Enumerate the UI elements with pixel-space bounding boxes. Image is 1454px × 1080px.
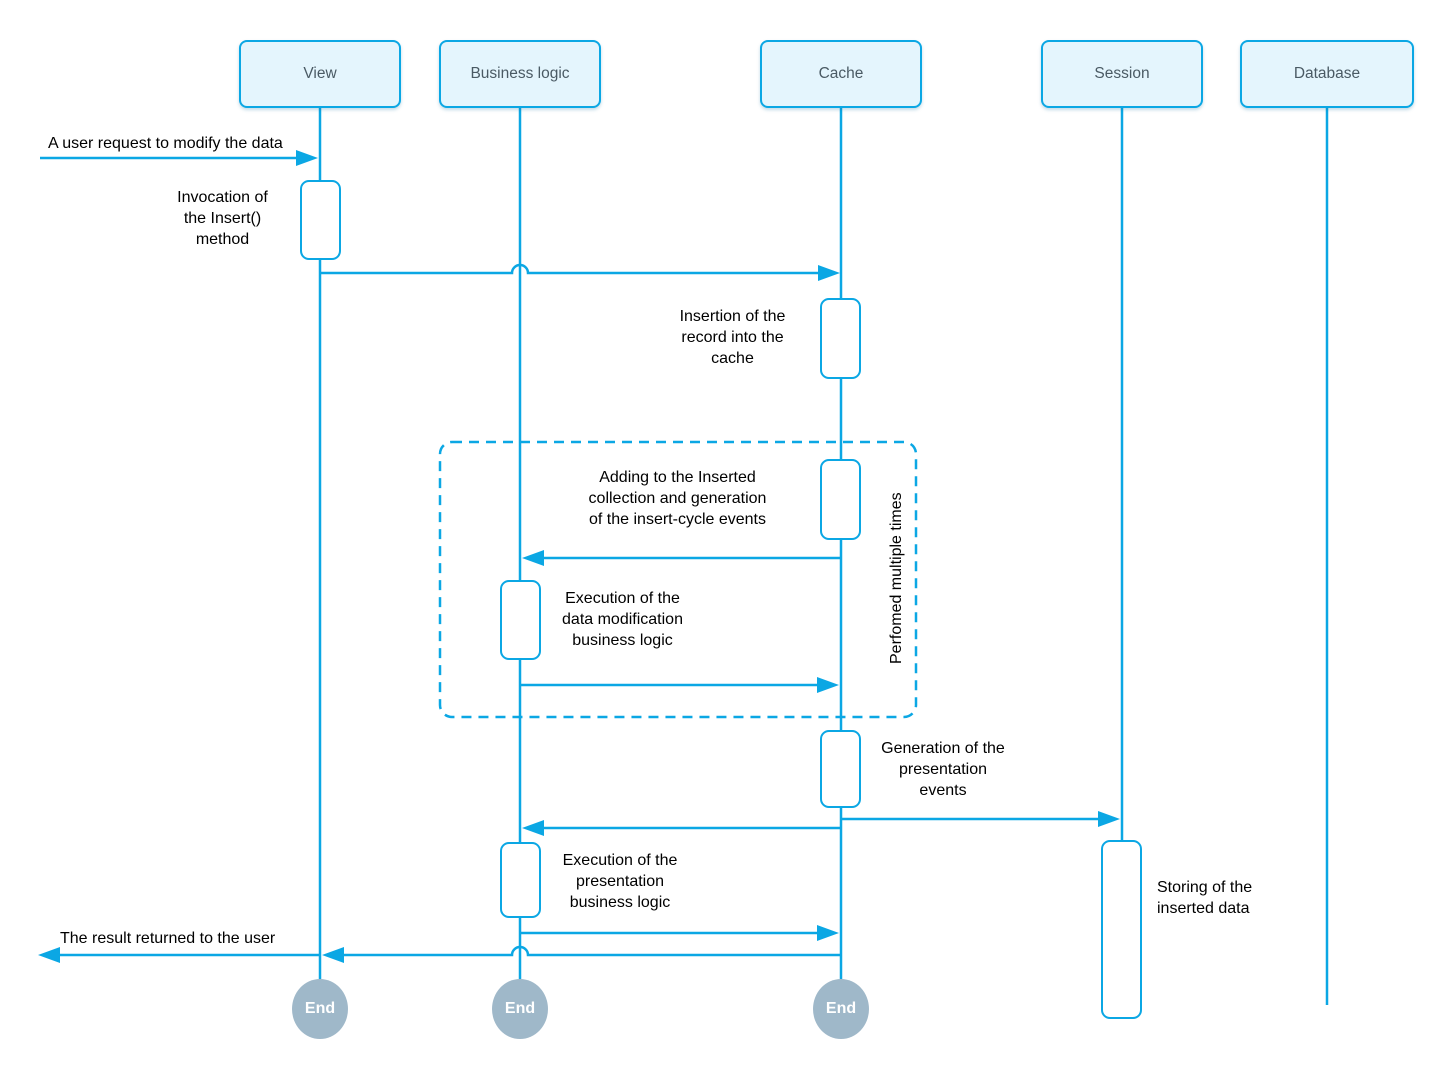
participant-database-label: Database: [1293, 65, 1361, 82]
label-exec-presentation-logic: Execution of the presentation business l…: [562, 852, 678, 911]
label-adding-inserted: Adding to the Inserted collection and ge…: [588, 469, 767, 528]
end-node-view-label: End: [304, 1000, 336, 1017]
participant-database: Database: [1240, 40, 1414, 108]
arrowhead-cache-to-bl: [522, 820, 544, 836]
activation-bl-presentation-logic: [500, 842, 541, 918]
arrow-view-to-cache: [320, 263, 820, 275]
activation-cache-insert-record: [820, 298, 861, 379]
participant-cache-label: Cache: [818, 65, 864, 82]
participant-session-label: Session: [1094, 65, 1150, 82]
activation-session-storing: [1101, 840, 1142, 1019]
activation-cache-insert-cycle: [820, 459, 861, 540]
participant-business-logic: Business logic: [439, 40, 601, 108]
arrowhead-result-to-user: [38, 947, 60, 963]
participant-business-logic-label: Business logic: [470, 65, 570, 82]
activation-view-insert: [300, 180, 341, 260]
arrowhead-bl-to-cache-loop: [817, 677, 839, 693]
participant-cache: Cache: [760, 40, 922, 108]
end-node-view: End: [292, 979, 348, 1039]
end-node-business-logic-label: End: [504, 1000, 536, 1017]
participant-view: View: [239, 40, 401, 108]
arrowhead-user-request: [296, 150, 318, 166]
participant-view-label: View: [303, 65, 337, 82]
activation-cache-presentation-events: [820, 730, 861, 808]
end-node-business-logic: End: [492, 979, 548, 1039]
arrowhead-view-to-cache: [818, 265, 840, 281]
label-insert-record: Insertion of the record into the cache: [679, 308, 786, 367]
arrowhead-bl-to-cache: [817, 925, 839, 941]
loop-fragment-frame: [438, 440, 918, 719]
end-node-cache: End: [813, 979, 869, 1039]
label-exec-data-logic: Execution of the data modification busin…: [562, 590, 683, 649]
label-invoke-insert: Invocation of the Insert() method: [177, 189, 268, 248]
label-result-returned: The result returned to the user: [60, 930, 276, 947]
label-user-request: A user request to modify the data: [48, 135, 283, 152]
arrowhead-cache-to-view-return: [322, 947, 344, 963]
participant-session: Session: [1041, 40, 1203, 108]
label-storing-data: Storing of the inserted data: [1157, 879, 1253, 917]
label-loop-performed-multiple-times: Perfomed multiple times: [888, 492, 905, 664]
arrow-cache-to-view-return: [344, 945, 841, 957]
label-gen-presentation: Generation of the presentation events: [881, 740, 1005, 799]
activation-bl-data-modification: [500, 580, 541, 660]
arrowhead-cache-to-session: [1098, 811, 1120, 827]
end-node-cache-label: End: [825, 1000, 857, 1017]
arrowhead-cache-to-bl-loop: [522, 550, 544, 566]
